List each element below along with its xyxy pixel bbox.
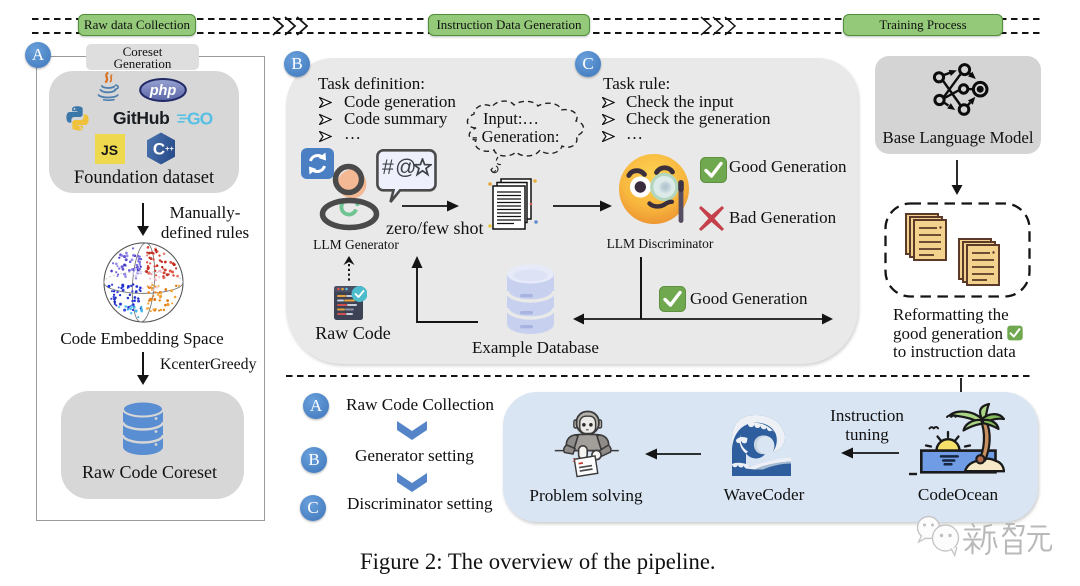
svg-text:php: php bbox=[149, 83, 177, 99]
svg-text:2: 2 bbox=[573, 457, 576, 464]
svg-text:C: C bbox=[153, 140, 165, 159]
svg-text:GO: GO bbox=[187, 109, 213, 128]
svg-text:++: ++ bbox=[165, 144, 174, 153]
